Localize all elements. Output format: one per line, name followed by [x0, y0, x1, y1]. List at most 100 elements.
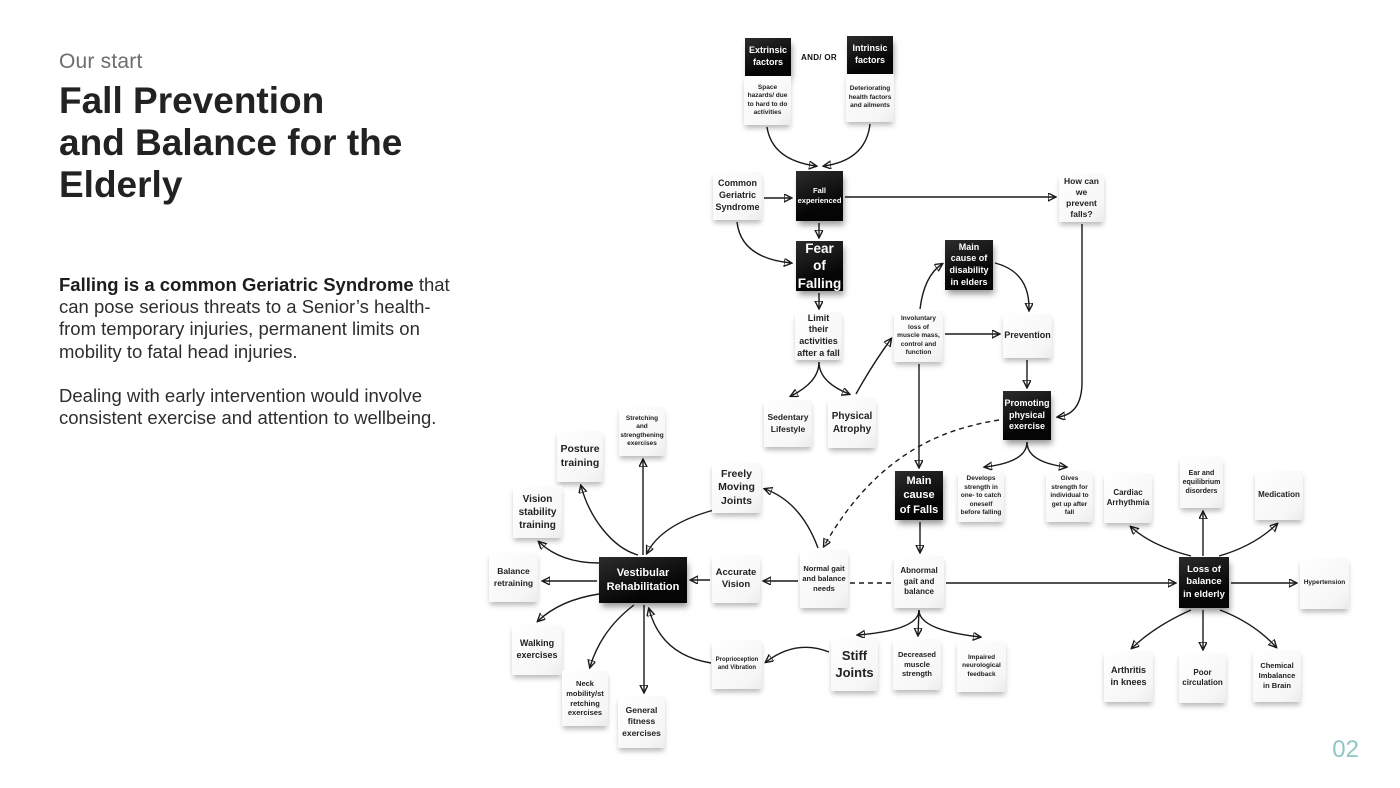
edge-promoting-to-gives	[1026, 441, 1066, 467]
body-copy: Falling is a common Geriatric Syndrome t…	[59, 274, 471, 451]
sticky-note-arthritis-knees: Arthritis in knees	[1104, 651, 1153, 702]
sticky-note-label: Walking exercises	[516, 638, 558, 660]
edge-howcan-to-promoting	[1058, 224, 1083, 417]
edge-abnormal-to-stiff	[858, 609, 920, 635]
sticky-note-label: Prevention	[1004, 330, 1051, 341]
sticky-note-label: Space hazards/ due to hard to do activit…	[747, 83, 788, 116]
sticky-note-medication: Medication	[1255, 471, 1303, 520]
sticky-note-fall-experienced: Fall experienced	[796, 171, 843, 221]
edge-loss-to-chemical	[1219, 609, 1276, 647]
sticky-note-vestibular-rehabilitation: Vestibular Rehabilitation	[599, 557, 687, 603]
sticky-note-label: Involuntary loss of muscle mass, control…	[897, 315, 940, 357]
sticky-note-label: Cardiac Arrhythmia	[1106, 487, 1150, 507]
sticky-note-label: Normal gait and balance needs	[802, 564, 846, 593]
edge-freely-to-vestibular	[647, 509, 715, 553]
edge-disability-to-prevention	[994, 262, 1029, 310]
sticky-note-ear-equilibrium: Ear and equilibrium disorders	[1180, 457, 1223, 508]
sticky-note-label: Stiff Joints	[835, 647, 874, 680]
edge-abnormal-to-decreased	[918, 609, 919, 635]
body-lead-bold: Falling is a common Geriatric Syndrome	[59, 274, 414, 295]
edge-vestibular-to-neck	[590, 604, 635, 667]
and-or-label: AND/ OR	[801, 53, 837, 62]
sticky-note-label: Arthritis in knees	[1110, 664, 1147, 687]
sticky-note-chemical-imbalance: Chemical Imbalance in Brain	[1253, 650, 1301, 702]
sticky-note-decreased-muscle: Decreased muscle strength	[893, 639, 941, 690]
edge-limit-to-atrophy	[818, 361, 849, 394]
sticky-note-label: Loss of balance in elderly	[1183, 563, 1225, 600]
sticky-note-label: How can we prevent falls?	[1064, 175, 1099, 220]
sticky-note-how-can-we-prevent: How can we prevent falls?	[1059, 174, 1104, 222]
body-paragraph-2: Dealing with early intervention would in…	[59, 384, 437, 428]
sticky-note-loss-of-balance: Loss of balance in elderly	[1179, 557, 1229, 608]
edge-normalgait-to-freely	[765, 489, 819, 549]
sticky-note-extrinsic-factors: Extrinsic factors	[745, 38, 791, 76]
sticky-note-physical-atrophy: Physical Atrophy	[828, 398, 876, 448]
sticky-note-label: Main cause of Falls	[899, 475, 939, 516]
sticky-note-posture-training: Posture training	[557, 431, 603, 482]
sticky-note-develops-strength: Develops strength in one- to catch onese…	[958, 471, 1004, 522]
sticky-note-label: Balance retraining	[493, 566, 534, 588]
sticky-note-space-hazards: Space hazards/ due to hard to do activit…	[744, 76, 791, 125]
edge-vestibular-to-posture	[581, 486, 639, 556]
edge-loss-to-arthritis	[1132, 609, 1192, 648]
edge-promoting-to-develops	[985, 441, 1028, 467]
sticky-note-vision-stability: Vision stability training	[513, 486, 562, 538]
edge-abnormal-to-impaired	[918, 609, 980, 637]
sticky-note-gives-strength: Gives strength for individual to get up …	[1046, 471, 1093, 522]
sticky-note-label: Intrinsic factors	[852, 43, 888, 65]
sticky-note-label: Physical Atrophy	[831, 411, 873, 435]
sticky-note-intrinsic-factors: Intrinsic factors	[847, 36, 893, 74]
page-title: Fall Prevention and Balance for the Elde…	[59, 80, 403, 206]
eyebrow-label: Our start	[59, 50, 143, 73]
sticky-note-involuntary-loss: Involuntary loss of muscle mass, control…	[894, 311, 943, 362]
body-lead-rest: that can pose serious threats to a Senio…	[59, 274, 450, 362]
sticky-note-sedentary-lifestyle: Sedentary Lifestyle	[764, 400, 812, 447]
sticky-note-label: Develops strength in one- to catch onese…	[960, 475, 1002, 517]
sticky-note-label: Abnormal gait and balance	[900, 566, 938, 597]
edge-loss-to-medication	[1218, 524, 1277, 557]
edge-vestibular-to-vision	[539, 542, 600, 564]
sticky-note-label: General fitness exercises	[622, 705, 661, 738]
edge-space-to-fall	[766, 126, 816, 166]
sticky-note-label: Freely Moving Joints	[718, 467, 755, 507]
sticky-note-label: Impaired neurological feedback	[962, 653, 1001, 678]
sticky-note-label: Vision stability training	[518, 493, 557, 531]
edge-involuntary-to-disability	[919, 264, 942, 310]
edge-stiff-to-proprioception	[766, 646, 830, 662]
sticky-note-prevention: Prevention	[1003, 314, 1052, 358]
sticky-note-label: Neck mobility/st retching exercises	[566, 679, 604, 718]
sticky-note-balance-retraining: Balance retraining	[489, 553, 538, 602]
page-number: 02	[1332, 736, 1359, 763]
sticky-note-stretching-exercises: Stretching and strengthening exercises	[619, 407, 665, 456]
sticky-note-label: Chemical Imbalance in Brain	[1258, 661, 1296, 690]
sticky-note-label: Medication	[1258, 490, 1300, 500]
sticky-note-normal-gait: Normal gait and balance needs	[800, 550, 848, 608]
sticky-note-promoting-physical-exercise: Promoting physical exercise	[1003, 391, 1051, 440]
sticky-note-abnormal-gait: Abnormal gait and balance	[894, 556, 944, 608]
sticky-note-label: Fall experienced	[797, 186, 842, 205]
sticky-note-label: Hypertension	[1303, 579, 1346, 587]
intro-text-block: Our start Fall Prevention and Balance fo…	[59, 50, 489, 207]
sticky-note-label: Poor circulation	[1182, 667, 1223, 687]
edge-promoting-to-normalgait	[824, 419, 1000, 546]
edge-loss-to-cardiac	[1131, 527, 1192, 557]
sticky-note-label: Decreased muscle strength	[898, 649, 936, 679]
sticky-note-fear-of-falling: Fear of Falling	[796, 241, 843, 291]
sticky-note-label: Accurate Vision	[715, 566, 757, 590]
sticky-note-label: Proprioception and Vibration	[715, 656, 759, 671]
sticky-note-label: Deteriorating health factors and ailment…	[848, 85, 892, 110]
sticky-note-accurate-vision: Accurate Vision	[712, 555, 760, 603]
sticky-note-poor-circulation: Poor circulation	[1179, 653, 1226, 703]
sticky-note-label: Ear and equilibrium disorders	[1182, 469, 1221, 496]
sticky-note-label: Posture training	[560, 442, 600, 469]
sticky-note-limit-activities: Limit their activities after a fall	[795, 312, 842, 360]
edge-limit-to-sedentary	[791, 361, 820, 396]
sticky-note-label: Main cause of disability in elders	[949, 241, 989, 287]
sticky-note-label: Gives strength for individual to get up …	[1050, 475, 1089, 517]
sticky-note-proprioception: Proprioception and Vibration	[712, 640, 762, 689]
sticky-note-neck-mobility: Neck mobility/st retching exercises	[562, 671, 608, 726]
sticky-note-hypertension: Hypertension	[1300, 558, 1349, 609]
sticky-note-label: Extrinsic factors	[748, 45, 788, 67]
